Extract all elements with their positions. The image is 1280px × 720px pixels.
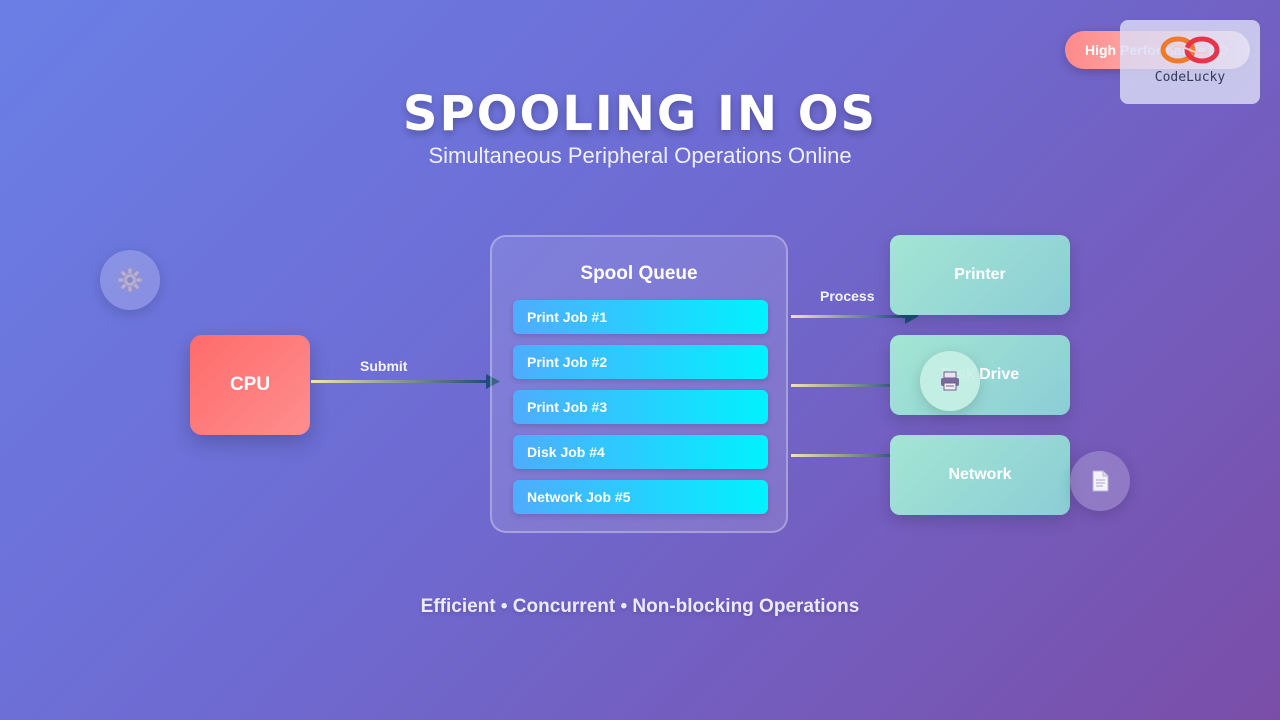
- document-icon: [1070, 451, 1130, 511]
- device-printer-label: Printer: [954, 266, 1006, 283]
- device-network: Network: [890, 435, 1070, 515]
- queue-job-print-1: Print Job #1: [513, 300, 768, 334]
- footer-tagline: Efficient • Concurrent • Non-blocking Op…: [420, 596, 860, 617]
- cpu-node: CPU: [190, 335, 310, 435]
- cpu-label: CPU: [229, 374, 271, 395]
- process-label: Process: [820, 288, 875, 304]
- page-title: SPOOLING IN OS: [402, 86, 878, 142]
- logo-icon: [1160, 36, 1220, 64]
- device-network-label: Network: [948, 466, 1012, 483]
- spool-queue: Spool Queue Print Job #1 Print Job #2 Pr…: [490, 235, 788, 533]
- page-subtitle: Simultaneous Peripheral Operations Onlin…: [428, 143, 852, 168]
- spool-queue-title: Spool Queue: [580, 263, 698, 284]
- gear-icon: [100, 250, 160, 310]
- logo-text: CodeLucky: [1154, 70, 1226, 85]
- queue-job-print-2: Print Job #2: [513, 345, 768, 379]
- queue-job-network-5: Network Job #5: [513, 480, 768, 514]
- submit-label: Submit: [360, 358, 408, 374]
- logo-card: CodeLucky: [1120, 20, 1260, 104]
- submit-arrow: [311, 374, 500, 389]
- printer-icon: [920, 351, 980, 411]
- device-printer: Printer: [890, 235, 1070, 315]
- queue-job-print-3: Print Job #3: [513, 390, 768, 424]
- queue-job-disk-4: Disk Job #4: [513, 435, 768, 469]
- device-disk-drive: Disk Drive: [890, 335, 1070, 415]
